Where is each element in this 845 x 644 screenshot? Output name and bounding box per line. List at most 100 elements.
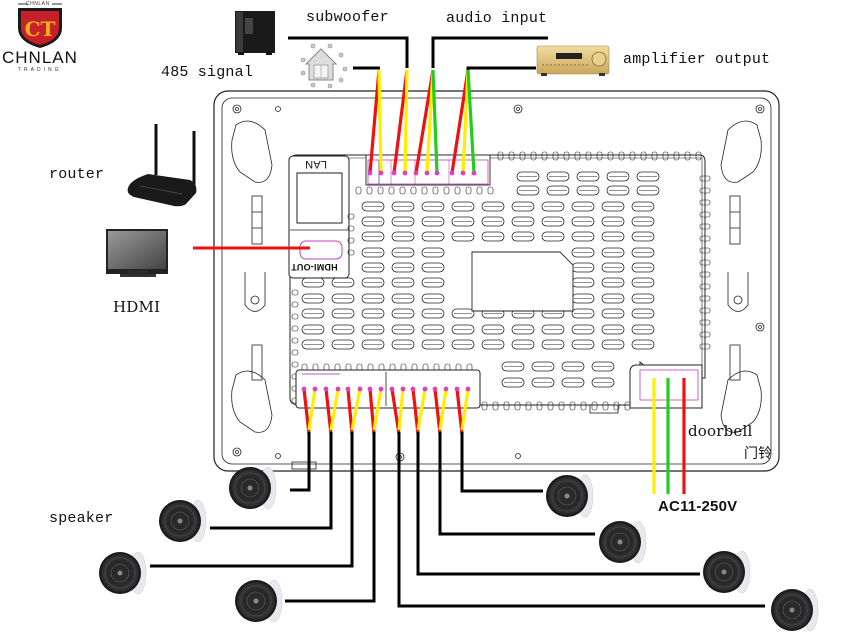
tooth: [699, 199, 711, 206]
vent-slot: [636, 171, 660, 182]
vent-slot: [571, 262, 595, 273]
tooth: [487, 186, 494, 195]
ceiling-speaker-icon: [158, 499, 207, 543]
vent-slot: [451, 231, 475, 242]
vent-slot: [531, 361, 555, 372]
audio-input-wire: [431, 36, 548, 68]
wire-green: [466, 69, 476, 174]
brand-subtitle: TRADING: [18, 67, 62, 73]
wire-yellow: [438, 388, 448, 431]
tooth: [574, 151, 581, 161]
terminal-pin: [454, 386, 460, 392]
tooth: [640, 151, 647, 161]
tooth: [291, 349, 299, 356]
terminal-pin: [400, 386, 406, 392]
tooth: [347, 237, 355, 244]
speaker-lead-wire: [397, 432, 765, 608]
vent-slot: [546, 171, 570, 182]
tooth: [388, 186, 395, 195]
speaker-terminal-block: [295, 369, 481, 409]
brand-logo: CT CHNLAN CHNLAN TRADING: [0, 0, 80, 75]
tooth: [699, 343, 711, 350]
tooth: [651, 151, 658, 161]
vent-slot: [631, 262, 655, 273]
vent-slot: [576, 171, 600, 182]
ceiling-speaker-icon: [545, 474, 594, 518]
vent-slot: [391, 201, 415, 212]
tooth: [558, 401, 565, 411]
vent-slot: [301, 308, 325, 319]
vent-slot: [591, 377, 615, 388]
vent-slot: [571, 293, 595, 304]
tooth: [591, 401, 598, 411]
terminal-pin: [335, 386, 341, 392]
vent-slot: [391, 293, 415, 304]
power-wires: [652, 378, 686, 494]
terminal-pin: [410, 386, 416, 392]
vent-slot: [601, 262, 625, 273]
tooth: [481, 401, 488, 411]
vent-slot: [391, 339, 415, 350]
ceiling-speaker-icon: [228, 466, 277, 510]
av-receiver-icon: [536, 45, 610, 76]
vent-slot: [516, 171, 540, 182]
vent-slot: [421, 339, 445, 350]
speaker-lead-wire: [285, 432, 376, 603]
vent-slot: [451, 216, 475, 227]
speaker-lead-wire: [416, 432, 700, 576]
vent-slot: [606, 185, 630, 196]
wire-red: [414, 69, 435, 174]
vent-slot: [421, 277, 445, 288]
vent-slot: [331, 324, 355, 335]
tooth: [291, 325, 299, 332]
tooth: [530, 151, 537, 161]
vent-slot: [511, 324, 535, 335]
tooth: [503, 401, 510, 411]
hdmi-out-port-label: HDMI-OUT: [291, 262, 338, 272]
wifi-router-icon: [127, 124, 197, 207]
terminal-pin: [422, 386, 428, 392]
top-colored-wires: [368, 69, 476, 174]
vent-slot: [571, 231, 595, 242]
vent-slot: [421, 247, 445, 258]
vent-slot: [571, 277, 595, 288]
wire-yellow: [425, 69, 435, 174]
terminal-pin: [301, 386, 307, 392]
vent-slot: [531, 377, 555, 388]
vent-slot: [541, 216, 565, 227]
tooth: [347, 249, 355, 256]
vent-slot: [421, 231, 445, 242]
vent-slot: [541, 324, 565, 335]
vent-slot: [481, 339, 505, 350]
terminal-pin: [357, 386, 363, 392]
tooth: [547, 401, 554, 411]
vent-slot: [601, 293, 625, 304]
wire-yellow: [403, 69, 409, 174]
wire-yellow: [461, 69, 470, 174]
terminal-pin: [413, 170, 419, 176]
vent-slot: [631, 201, 655, 212]
terminal-pin: [378, 170, 384, 176]
terminal-pin: [402, 170, 408, 176]
terminal-pin: [312, 386, 318, 392]
tooth: [624, 401, 631, 411]
tooth: [662, 151, 669, 161]
hdmi-label: HDMI: [113, 298, 161, 316]
vent-slot: [361, 293, 385, 304]
vent-slot: [571, 201, 595, 212]
amplifier-output-wire: [466, 66, 536, 72]
vent-slot: [541, 231, 565, 242]
tooth: [699, 211, 711, 218]
terminal-pin: [434, 170, 440, 176]
vent-slot: [501, 377, 525, 388]
wire-red: [392, 69, 409, 174]
terminal-pins: [301, 170, 477, 392]
tooth: [695, 151, 702, 161]
vent-slot: [301, 277, 325, 288]
terminal-pin: [378, 386, 384, 392]
wire-yellow: [416, 388, 427, 431]
tooth: [699, 283, 711, 290]
tooth: [699, 319, 711, 326]
vent-slot: [601, 308, 625, 319]
tooth: [377, 186, 384, 195]
